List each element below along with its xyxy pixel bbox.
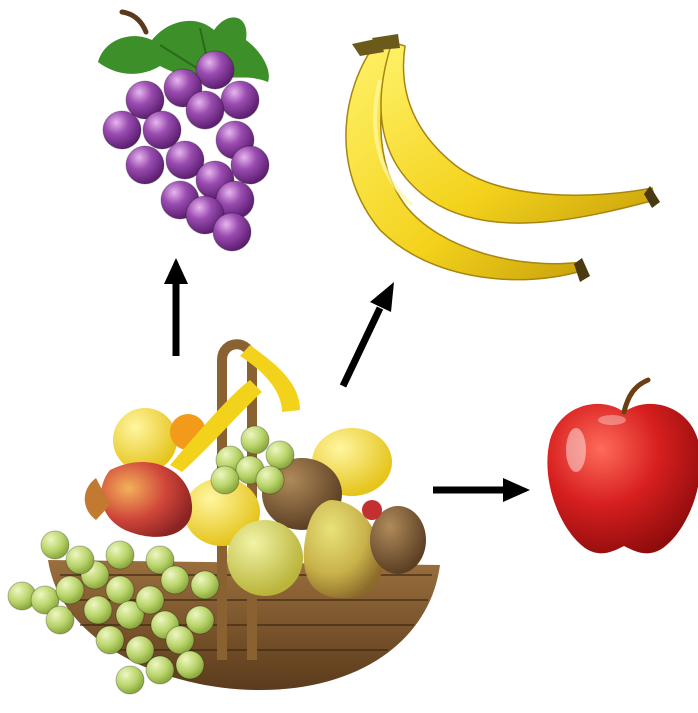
grape-berry bbox=[106, 541, 134, 569]
grape-berry bbox=[256, 466, 284, 494]
grape-cluster bbox=[103, 51, 269, 251]
grape-berry bbox=[56, 576, 84, 604]
grape-berry bbox=[96, 626, 124, 654]
grape-berry bbox=[41, 531, 69, 559]
grape-berry bbox=[176, 651, 204, 679]
grape-berry bbox=[136, 586, 164, 614]
grape-berry bbox=[191, 571, 219, 599]
grape-berry bbox=[84, 596, 112, 624]
apple-icon bbox=[547, 380, 698, 553]
grape-berry bbox=[211, 466, 239, 494]
grape-berry bbox=[186, 606, 214, 634]
bananas-icon bbox=[346, 34, 660, 282]
arrow-to-bananas bbox=[343, 282, 394, 386]
grape-berry bbox=[106, 576, 134, 604]
grape-berry bbox=[221, 81, 259, 119]
grape-berry bbox=[46, 606, 74, 634]
grape-berry bbox=[66, 546, 94, 574]
grape-berry bbox=[266, 441, 294, 469]
grape-berry bbox=[146, 656, 174, 684]
grape-berry bbox=[186, 91, 224, 129]
grape-berry bbox=[126, 146, 164, 184]
grape-berry bbox=[116, 666, 144, 694]
grapes-icon bbox=[98, 12, 269, 251]
arrow-to-grapes bbox=[164, 258, 188, 356]
grape-berry bbox=[213, 213, 251, 251]
grape-berry bbox=[231, 146, 269, 184]
fruit-basket-icon bbox=[8, 344, 440, 694]
grape-berry bbox=[161, 566, 189, 594]
grape-berry bbox=[241, 426, 269, 454]
arrow-to-apple bbox=[433, 478, 530, 502]
grape-berry bbox=[103, 111, 141, 149]
